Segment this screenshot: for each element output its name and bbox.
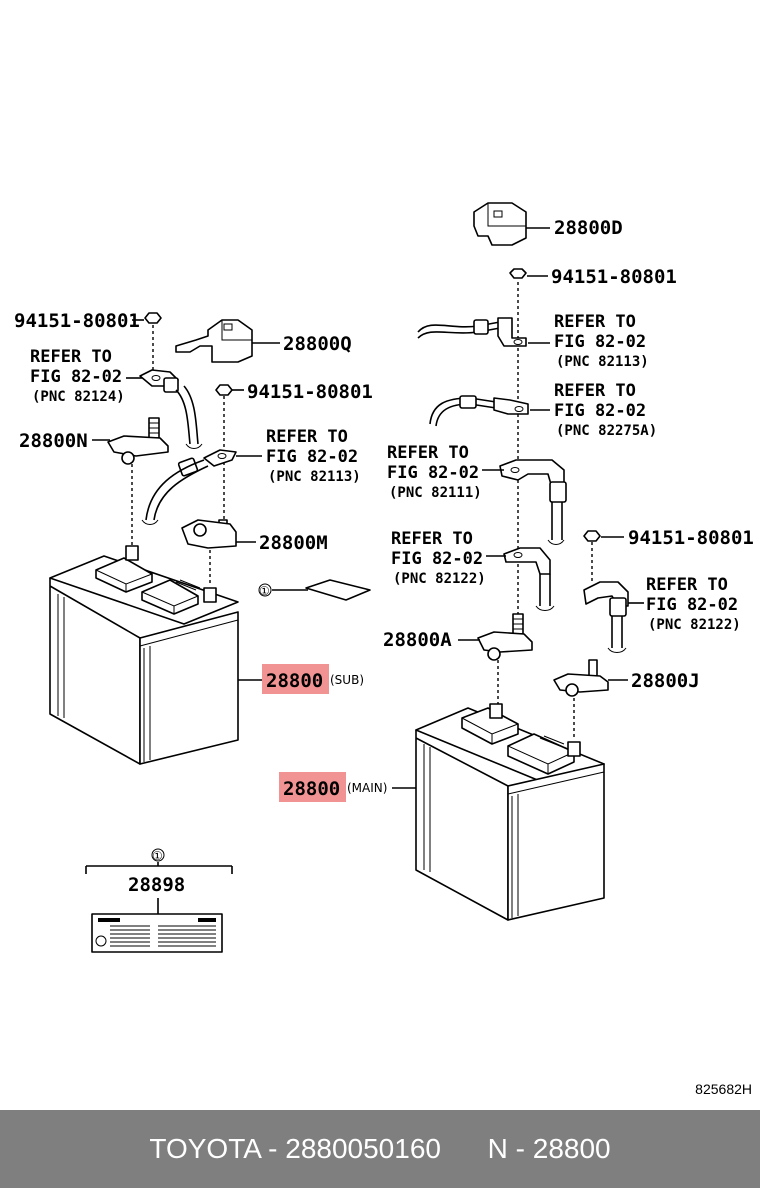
refer-text-3b[interactable]: FIG 82-02 <box>387 463 479 483</box>
battery-main-part <box>415 703 605 921</box>
refer-text-4b[interactable]: FIG 82-02 <box>391 549 483 569</box>
label-circle-text[interactable]: ① <box>152 849 163 863</box>
battery-sub-number[interactable]: 28800 <box>266 670 323 692</box>
battery-sub-tag[interactable]: (SUB) <box>330 673 364 687</box>
circle-1-text[interactable]: ① <box>259 584 270 598</box>
battery-parts-diagram: 28800D 94151-80801 REFER TO FIG 82-02 (P… <box>14 202 754 953</box>
refer-text-5b[interactable]: FIG 82-02 <box>646 595 738 615</box>
refer-pnc-7[interactable]: (PNC 82113) <box>268 469 361 485</box>
refer-text-6a[interactable]: REFER TO <box>30 347 112 367</box>
terminal-28800M-part <box>181 519 237 549</box>
part-number-nut-mid[interactable]: 94151-80801 <box>247 381 373 403</box>
part-number-28800M[interactable]: 28800M <box>259 532 328 554</box>
refer-text-6b[interactable]: FIG 82-02 <box>30 367 122 387</box>
cable-82275A <box>429 395 529 427</box>
cable-82113-left <box>141 449 237 525</box>
refer-text-1b[interactable]: FIG 82-02 <box>554 332 646 352</box>
part-number-28800N[interactable]: 28800N <box>19 430 88 452</box>
warning-label-group: ① 28898 <box>85 848 233 953</box>
part-number-nut-left[interactable]: 94151-80801 <box>14 310 140 332</box>
battery-main-highlight <box>279 772 346 802</box>
terminal-28800N-part <box>107 417 169 465</box>
part-number-28800D[interactable]: 28800D <box>554 217 623 239</box>
part-number-28800A[interactable]: 28800A <box>383 629 452 651</box>
refer-text-3a[interactable]: REFER TO <box>387 443 469 463</box>
battery-sub-highlight <box>262 664 329 694</box>
battery-sub-part <box>49 545 239 765</box>
refer-pnc-5[interactable]: (PNC 82122) <box>648 617 741 633</box>
footer-part-number: TOYOTA - 2880050160 <box>149 1133 441 1164</box>
nut-right-part <box>583 530 601 542</box>
cover-28800Q-part <box>175 319 253 363</box>
footer-bar: TOYOTA - 2880050160 N - 28800 <box>0 1110 760 1188</box>
small-label-sheet <box>305 579 371 601</box>
battery-main-tag[interactable]: (MAIN) <box>347 781 387 795</box>
cable-82124 <box>139 369 203 449</box>
refer-text-7a[interactable]: REFER TO <box>266 427 348 447</box>
nut-left-part <box>144 312 162 324</box>
nut-top-part <box>509 268 527 279</box>
refer-pnc-2[interactable]: (PNC 82275A) <box>556 423 657 439</box>
refer-text-2a[interactable]: REFER TO <box>554 381 636 401</box>
refer-text-5a[interactable]: REFER TO <box>646 575 728 595</box>
part-number-nut-right[interactable]: 94151-80801 <box>628 527 754 549</box>
part-number-28800J[interactable]: 28800J <box>631 670 700 692</box>
refer-text-7b[interactable]: FIG 82-02 <box>266 447 358 467</box>
nut-mid-part <box>215 384 233 396</box>
cable-82113-right <box>417 317 527 347</box>
refer-text-2b[interactable]: FIG 82-02 <box>554 401 646 421</box>
battery-main-number[interactable]: 28800 <box>283 778 340 800</box>
part-number-28800Q[interactable]: 28800Q <box>283 333 352 355</box>
footer-pnc: N - 28800 <box>487 1133 611 1164</box>
refer-pnc-6[interactable]: (PNC 82124) <box>32 389 125 405</box>
terminal-28800J-part <box>553 659 609 697</box>
circle-1-marker <box>258 583 272 597</box>
part-number-28898[interactable]: 28898 <box>128 874 185 896</box>
cable-82122-middle <box>503 547 555 611</box>
refer-text-4a[interactable]: REFER TO <box>391 529 473 549</box>
refer-pnc-4[interactable]: (PNC 82122) <box>393 571 486 587</box>
footer-spacer <box>441 1133 488 1165</box>
cover-28800D-part <box>473 202 527 246</box>
refer-text-1a[interactable]: REFER TO <box>554 312 636 332</box>
cable-82122-right <box>583 581 629 653</box>
terminal-28800A-part <box>477 613 533 661</box>
cable-82111 <box>499 459 567 545</box>
diagram-id: 825682H <box>695 1081 752 1097</box>
part-number-nut-top[interactable]: 94151-80801 <box>551 266 677 288</box>
refer-pnc-1[interactable]: (PNC 82113) <box>556 354 649 370</box>
refer-pnc-3[interactable]: (PNC 82111) <box>389 485 482 501</box>
